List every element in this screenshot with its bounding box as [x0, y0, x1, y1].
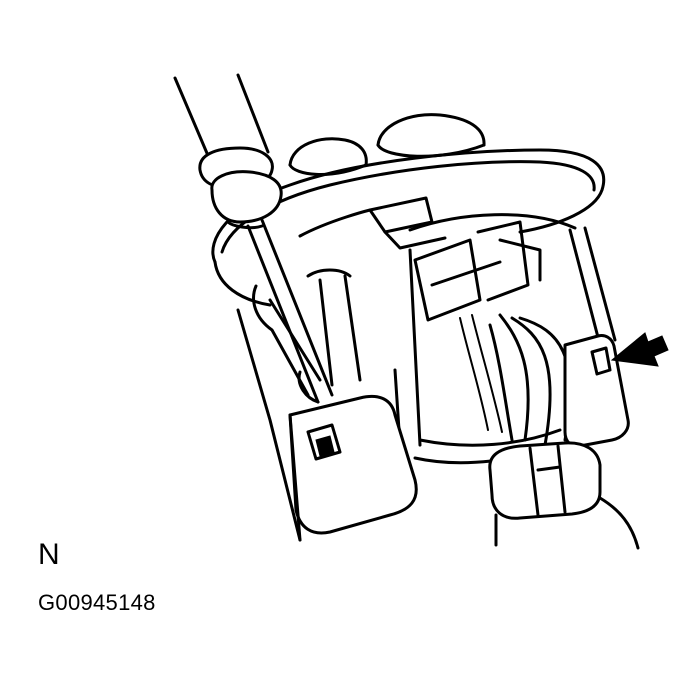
- wire-harness: [413, 220, 572, 447]
- figure-code: G00945148: [38, 590, 156, 615]
- arrow-icon: [610, 332, 669, 367]
- right-connector: [563, 334, 630, 448]
- left-connector: [288, 394, 418, 542]
- outlet-fitting: [488, 441, 640, 550]
- screwdriver: [173, 73, 334, 404]
- pump-body: [236, 196, 617, 542]
- view-label: N: [38, 538, 60, 571]
